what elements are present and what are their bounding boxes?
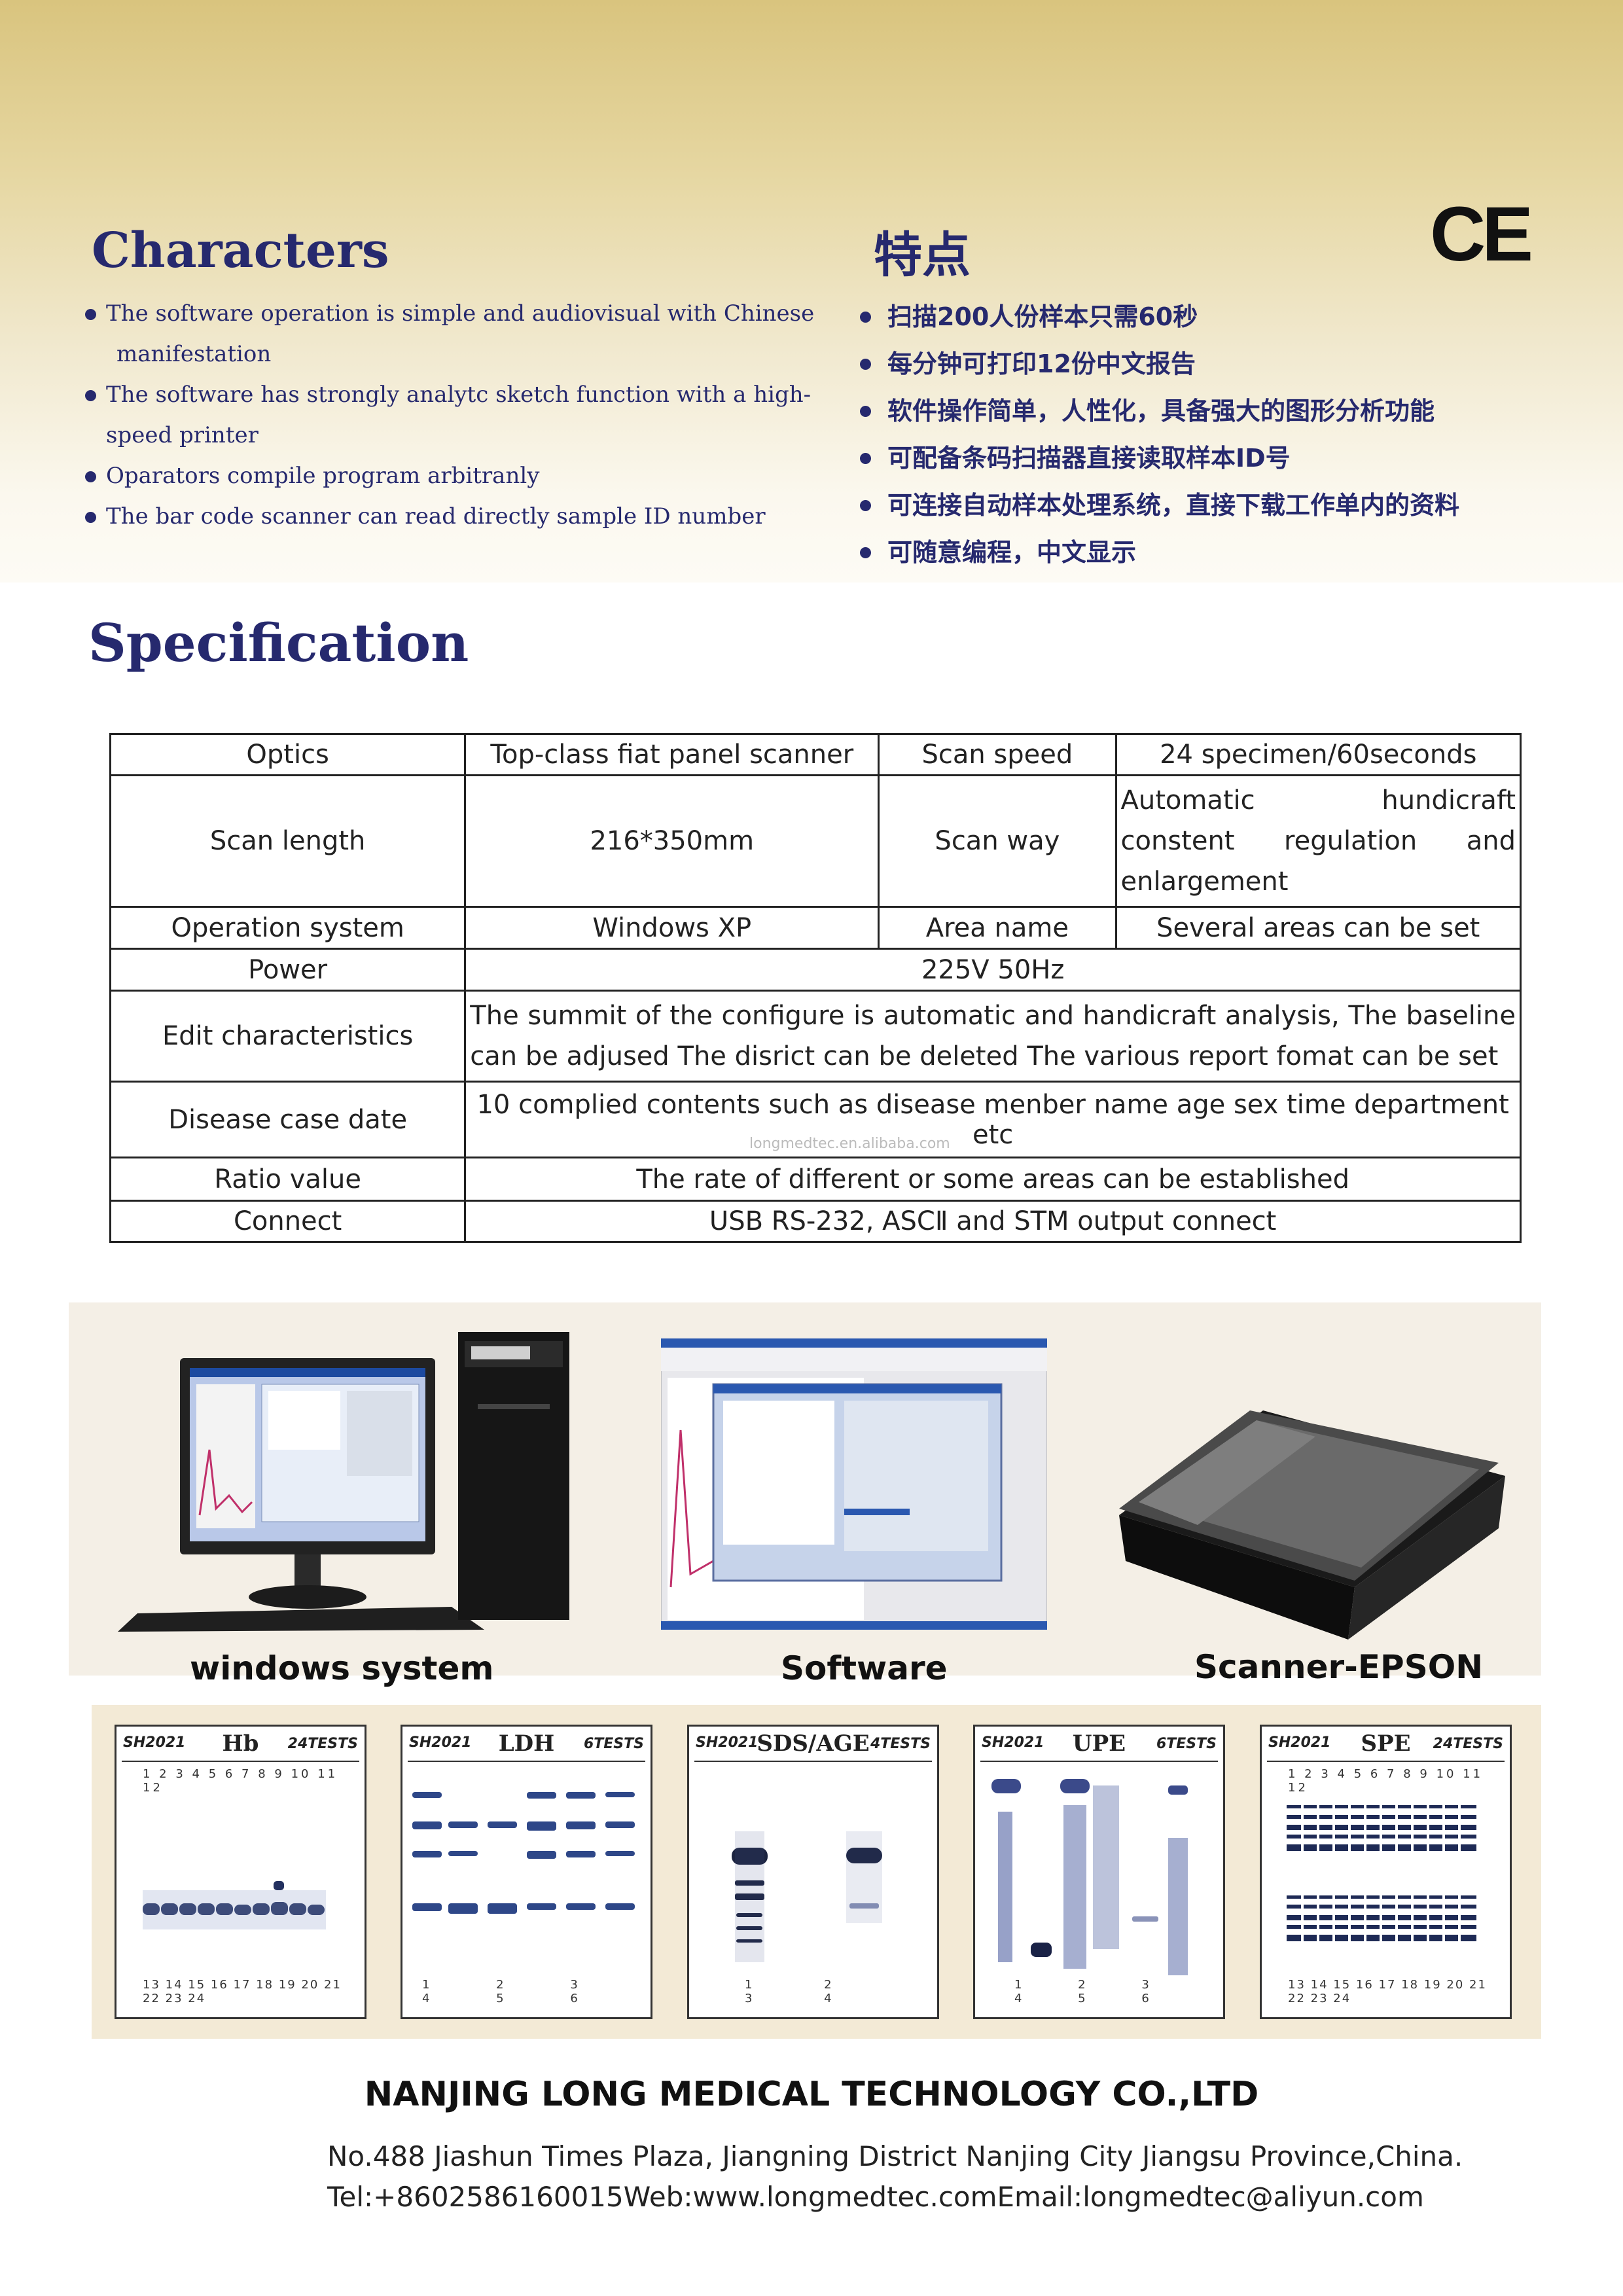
feature-item-cn: 可连接自动样本处理系统，直接下载工作单内的资料	[857, 482, 1597, 529]
table-cell: Scan speed	[878, 733, 1117, 776]
table-cell: The rate of different or some areas can …	[464, 1157, 1522, 1202]
gel-card-sds-age: SH2021 SDS/AGE 4TESTS 1 2 3 4	[687, 1725, 939, 2019]
table-cell: Top-class fiat panel scanner	[464, 733, 880, 776]
table-row: Optics Top-class fiat panel scanner Scan…	[109, 733, 1522, 776]
table-cell: Ratio value	[109, 1157, 467, 1202]
bullet-icon	[85, 512, 96, 523]
feature-item-en: Oparators compile program arbitranly	[85, 456, 831, 496]
feature-item-en: The software has strongly analytc sketch…	[85, 374, 831, 456]
characters-title: Characters	[92, 223, 389, 279]
bullet-icon	[860, 500, 871, 511]
feature-item-cn: 每分钟可打印12份中文报告	[857, 340, 1597, 387]
scanner-image	[1119, 1410, 1505, 1640]
specification-table: Optics Top-class fiat panel scanner Scan…	[109, 733, 1522, 1243]
table-row: Operation system Windows XP Area name Se…	[109, 906, 1522, 950]
bullet-icon	[860, 406, 871, 417]
specification-title: Specification	[88, 612, 469, 673]
table-cell: Area name	[878, 906, 1117, 950]
feature-item-cn: 可配备条码扫描器直接读取样本ID号	[857, 435, 1597, 482]
table-row: Connect USB RS-232, ASCⅡ and STM output …	[109, 1200, 1522, 1243]
feature-item-en: The software operation is simple and aud…	[85, 293, 831, 374]
table-cell: Scan length	[109, 774, 467, 908]
characters-title-cn: 特点	[874, 227, 971, 283]
gel-card-ldh: SH2021 LDH 6TESTS 1 2 3 4 5 6	[401, 1725, 652, 2019]
table-row: Scan length 216*350mm Scan way Automatic…	[109, 774, 1522, 908]
computer-image	[118, 1332, 569, 1632]
bullet-icon	[860, 453, 871, 464]
table-cell: Connect	[109, 1200, 467, 1243]
caption-software: Software	[781, 1649, 948, 1687]
caption-scanner: Scanner-EPSON	[1194, 1648, 1484, 1686]
table-cell: Windows XP	[464, 906, 880, 950]
bullet-icon	[85, 471, 96, 482]
gel-card-upe: SH2021 UPE 6TESTS 1 2 3 4 5 6	[973, 1725, 1225, 2019]
bullet-icon	[85, 309, 96, 320]
table-cell: Automatic hundicraft constent regulation…	[1115, 774, 1522, 908]
feature-item-cn: 软件操作简单，人性化，具备强大的图形分析功能	[857, 387, 1597, 435]
header-band	[0, 0, 1623, 583]
software-screenshot-image	[661, 1338, 1047, 1630]
gel-card-spe: SH2021 SPE 24TESTS 1 2 3 4 5 6 7 8 9 10 …	[1260, 1725, 1512, 2019]
table-cell: 216*350mm	[464, 774, 880, 908]
feature-item-cn: 可随意编程，中文显示	[857, 529, 1597, 576]
gel-bands	[143, 1881, 326, 1929]
bullet-icon	[85, 390, 96, 401]
gel-bands	[732, 1831, 882, 1962]
gel-bands	[991, 1779, 1188, 1975]
table-row: Disease case date 10 complied contents s…	[109, 1081, 1522, 1158]
caption-windows-system: windows system	[190, 1649, 494, 1687]
gel-card-hb: SH2021 Hb 24TESTS 1 2 3 4 5 6 7 8 9 10 1…	[115, 1725, 366, 2019]
feature-item-en: The bar code scanner can read directly s…	[85, 496, 831, 537]
company-address: No.488 Jiashun Times Plaza, Jiangning Di…	[327, 2140, 1463, 2172]
bullet-icon	[860, 547, 871, 558]
company-name: NANJING LONG MEDICAL TECHNOLOGY CO.,LTD	[364, 2075, 1259, 2114]
table-cell: The summit of the configure is automatic…	[464, 990, 1522, 1083]
features-list-en: The software operation is simple and aud…	[85, 293, 831, 537]
feature-item-cn: 扫描200人份样本只需60秒	[857, 293, 1597, 340]
table-cell: 10 complied contents such as disease men…	[464, 1081, 1522, 1158]
table-row: Edit characteristics The summit of the c…	[109, 990, 1522, 1083]
table-cell: Power	[109, 948, 467, 992]
features-list-cn: 扫描200人份样本只需60秒 每分钟可打印12份中文报告 软件操作简单，人性化，…	[857, 293, 1597, 576]
table-row: Power 225V 50Hz	[109, 948, 1522, 992]
table-row: Ratio value The rate of different or som…	[109, 1157, 1522, 1202]
table-cell: Scan way	[878, 774, 1117, 908]
bullet-icon	[860, 359, 871, 370]
gel-bands	[412, 1792, 635, 1914]
watermark: longmedtec.en.alibaba.com	[749, 1136, 950, 1152]
ce-mark-logo: CE	[1430, 191, 1533, 278]
table-cell: Edit characteristics	[109, 990, 467, 1083]
table-cell: Several areas can be set	[1115, 906, 1522, 950]
gel-bands	[1287, 1799, 1476, 1949]
table-cell: Disease case date	[109, 1081, 467, 1158]
table-cell: Optics	[109, 733, 467, 776]
bullet-icon	[860, 312, 871, 323]
table-cell: USB RS-232, ASCⅡ and STM output connect	[464, 1200, 1522, 1243]
table-cell: 24 specimen/60seconds	[1115, 733, 1522, 776]
table-cell: 225V 50Hz	[464, 948, 1522, 992]
company-contact: Tel:+8602586160015Web:www.longmedtec.com…	[327, 2181, 1424, 2213]
table-cell: Operation system	[109, 906, 467, 950]
